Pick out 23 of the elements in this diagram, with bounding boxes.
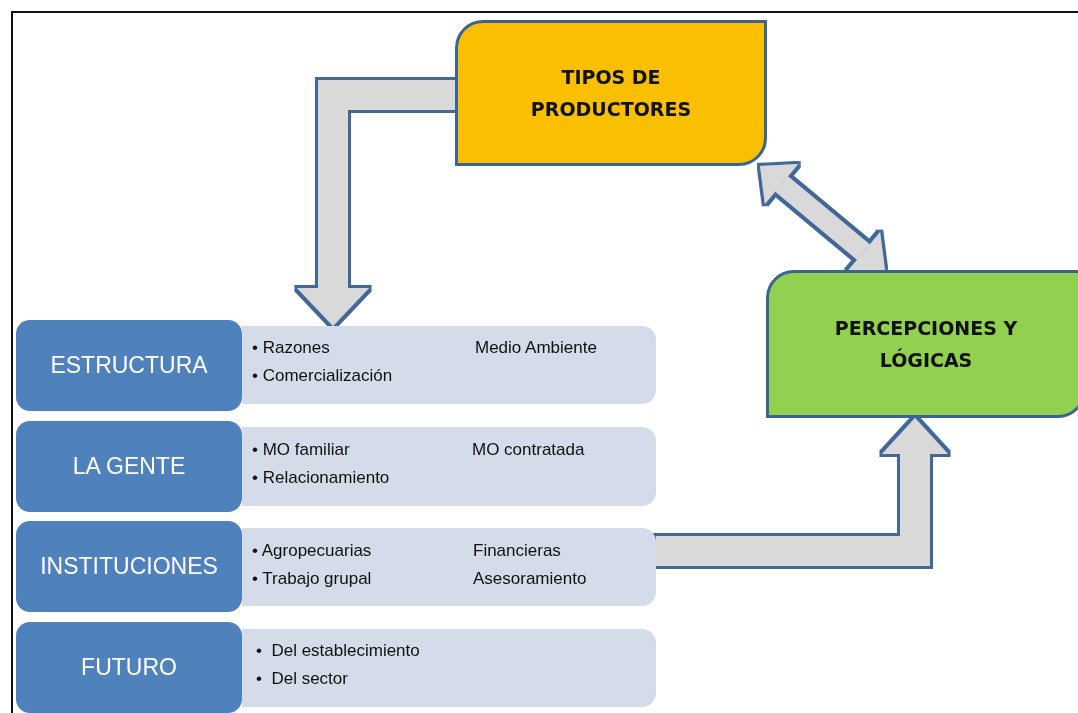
bullet-item: • Agropecuarias [252, 541, 372, 561]
category-tab: FUTURO [16, 622, 242, 713]
category-tab: ESTRUCTURA [16, 320, 242, 411]
detail-panel [242, 427, 656, 506]
process-box: PERCEPCIONES Y LÓGICAS [766, 270, 1078, 418]
bullet-item: • Del establecimiento [256, 641, 420, 661]
bullet-item: • Relacionamiento [252, 468, 390, 488]
bullet-item: • Comercialización [252, 366, 393, 386]
list-item: Asesoramiento [473, 569, 587, 589]
detail-panel [242, 528, 656, 606]
list-item: Financieras [473, 541, 561, 561]
block-arrow [656, 418, 948, 566]
detail-panel [242, 326, 656, 404]
category-tab: INSTITUCIONES [16, 521, 242, 612]
bullet-item: • MO familiar [252, 440, 350, 460]
list-item: MO contratada [472, 440, 585, 460]
list-item: Medio Ambiente [475, 338, 597, 358]
bullet-item: • Razones [252, 338, 330, 358]
process-box: TIPOS DE PRODUCTORES [455, 20, 767, 166]
detail-panel [242, 629, 656, 707]
bullet-item: • Del sector [256, 669, 348, 689]
bullet-item: • Trabajo grupal [252, 569, 372, 589]
category-tab: LA GENTE [16, 421, 242, 512]
